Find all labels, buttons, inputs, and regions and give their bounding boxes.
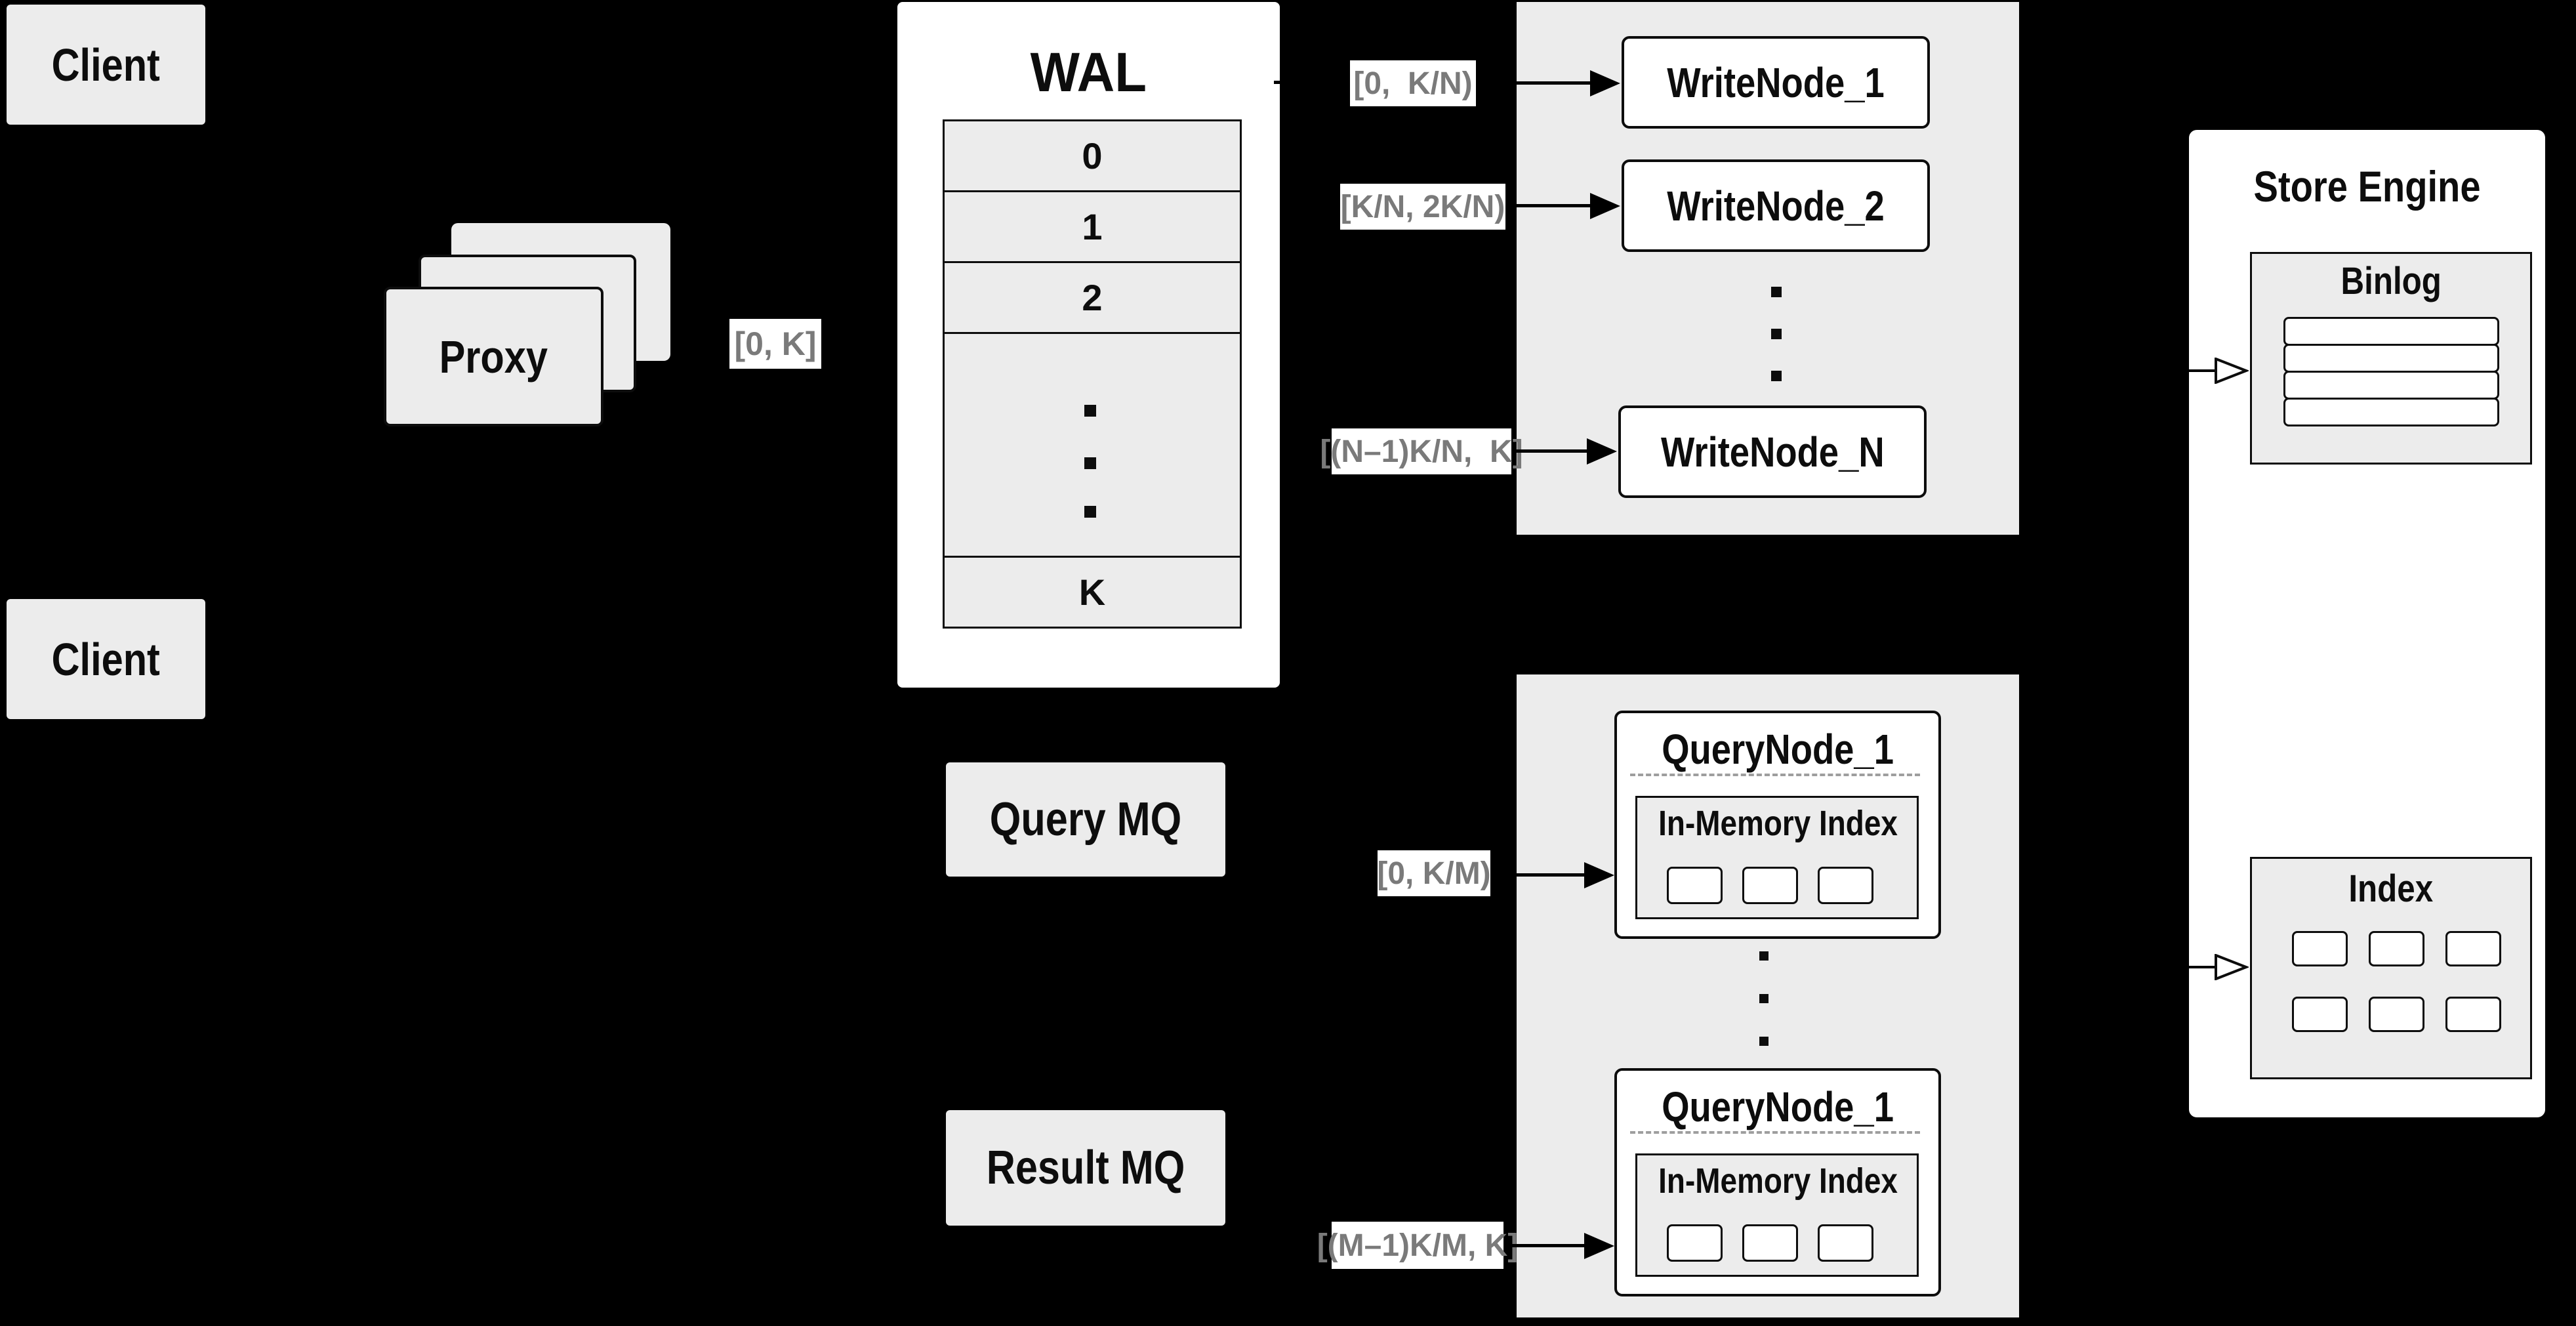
open-arrow-head-index (2215, 954, 2249, 980)
query-node-1-title-text: QueryNode_1 (1662, 726, 1894, 773)
write-node-n-label: WriteNode_N (1660, 428, 1885, 476)
range-label-query-2: [(M–1)K/M, K] (1317, 1222, 1518, 1269)
ellipsis-dot (1771, 329, 1782, 339)
query-node-1-divider (1630, 774, 1920, 776)
proxy-label: Proxy (439, 331, 548, 383)
ellipsis-dot (1771, 371, 1782, 381)
wal-segment-row: 2 (945, 263, 1240, 334)
ellipsis-dot (1084, 506, 1096, 518)
arrow-line-write-2 (1505, 204, 1591, 207)
write-node-n-box: WriteNode_N (1618, 405, 1927, 498)
arrow-head-query-1 (1584, 862, 1614, 888)
arrow-head-write-1 (1590, 70, 1620, 96)
wal-segment-row-last: K (945, 558, 1240, 627)
wal-table: 0 1 2 K (943, 119, 1242, 629)
binlog-row (2283, 344, 2499, 373)
range-label-write-1: [0, K/N) (1350, 60, 1476, 106)
index-segment-cell (1667, 867, 1723, 904)
client-top-label: Client (51, 39, 161, 91)
query-mq-label: Query MQ (989, 793, 1182, 846)
index-segment-cell (1818, 1224, 1873, 1262)
binlog-row (2283, 398, 2499, 426)
index-cell (2369, 997, 2424, 1032)
arrow-line-binlog (2189, 369, 2218, 372)
client-box-top: Client (7, 5, 205, 125)
ellipsis-dot (1759, 951, 1768, 961)
wal-title: WAL (897, 41, 1280, 104)
arrow-line-query-1 (1490, 873, 1585, 877)
query-node-1-box: QueryNode_1 In-Memory Index (1614, 711, 1941, 939)
open-arrow-head-binlog (2215, 358, 2249, 384)
query-node-2-divider (1630, 1131, 1920, 1134)
store-engine-title: Store Engine (2189, 161, 2545, 211)
index-cell (2445, 931, 2501, 966)
in-memory-index-2-box: In-Memory Index (1635, 1153, 1919, 1277)
arrow-line-query-2 (1503, 1244, 1585, 1247)
store-engine-title-text: Store Engine (2253, 162, 2481, 211)
wal-segment-row: 1 (945, 192, 1240, 263)
in-memory-index-2-label: In-Memory Index (1637, 1161, 1917, 1201)
binlog-row (2283, 371, 2499, 400)
client-box-bottom: Client (7, 599, 205, 719)
index-segment-cell (1818, 867, 1873, 904)
in-memory-index-2-text: In-Memory Index (1658, 1161, 1898, 1201)
result-mq-box: Result MQ (946, 1110, 1225, 1226)
range-label-write-2: [K/N, 2K/N) (1340, 184, 1505, 230)
query-node-1-title: QueryNode_1 (1617, 725, 1938, 774)
write-node-1-box: WriteNode_1 (1622, 36, 1930, 129)
wal-segment-row: 0 (945, 121, 1240, 192)
store-engine-box: Store Engine Binlog Index (2189, 130, 2545, 1117)
wal-out-arrow-stub (1274, 81, 1283, 84)
binlog-box: Binlog (2250, 252, 2532, 465)
index-title: Index (2252, 867, 2530, 911)
write-node-2-box: WriteNode_2 (1622, 159, 1930, 252)
range-label-proxy-wal: [0, K] (729, 319, 821, 369)
binlog-title: Binlog (2252, 259, 2530, 303)
query-node-2-title-text: QueryNode_1 (1662, 1083, 1894, 1130)
index-cell (2445, 997, 2501, 1032)
index-title-text: Index (2348, 867, 2434, 910)
arrow-head-write-2 (1590, 193, 1620, 219)
client-bottom-label: Client (51, 633, 161, 685)
index-segment-cell (1667, 1224, 1723, 1262)
binlog-title-text: Binlog (2341, 260, 2442, 302)
ellipsis-dot (1771, 287, 1782, 297)
ellipsis-dot (1084, 405, 1096, 417)
query-node-2-title: QueryNode_1 (1617, 1083, 1938, 1131)
arrow-line-index (2189, 966, 2218, 968)
index-cell (2292, 931, 2348, 966)
query-mq-box: Query MQ (946, 762, 1225, 877)
index-segment-cell (1742, 1224, 1798, 1262)
arrow-head-write-n (1587, 438, 1617, 465)
arrow-line-write-1 (1476, 81, 1591, 85)
range-label-query-1: [0, K/M) (1377, 850, 1491, 896)
index-cell (2369, 931, 2424, 966)
index-box: Index (2250, 857, 2532, 1079)
wal-ellipsis-row (945, 334, 1240, 558)
write-node-2-label: WriteNode_2 (1667, 182, 1885, 230)
ellipsis-dot (1759, 1037, 1768, 1046)
result-mq-label: Result MQ (986, 1142, 1185, 1194)
query-node-2-box: QueryNode_1 In-Memory Index (1614, 1068, 1941, 1296)
index-cell (2292, 997, 2348, 1032)
in-memory-index-1-box: In-Memory Index (1635, 796, 1919, 919)
ellipsis-dot (1084, 457, 1096, 469)
write-node-1-label: WriteNode_1 (1667, 58, 1885, 106)
proxy-box: Proxy (384, 287, 603, 426)
binlog-row (2283, 317, 2499, 346)
arrow-line-write-n (1511, 449, 1588, 453)
wal-title-text: WAL (1030, 41, 1147, 103)
range-label-write-n: [(N–1)K/N, K] (1320, 428, 1523, 474)
ellipsis-dot (1759, 994, 1768, 1003)
in-memory-index-1-label: In-Memory Index (1637, 803, 1917, 844)
arrow-head-query-2 (1584, 1233, 1614, 1259)
index-segment-cell (1742, 867, 1798, 904)
in-memory-index-1-text: In-Memory Index (1658, 804, 1898, 843)
